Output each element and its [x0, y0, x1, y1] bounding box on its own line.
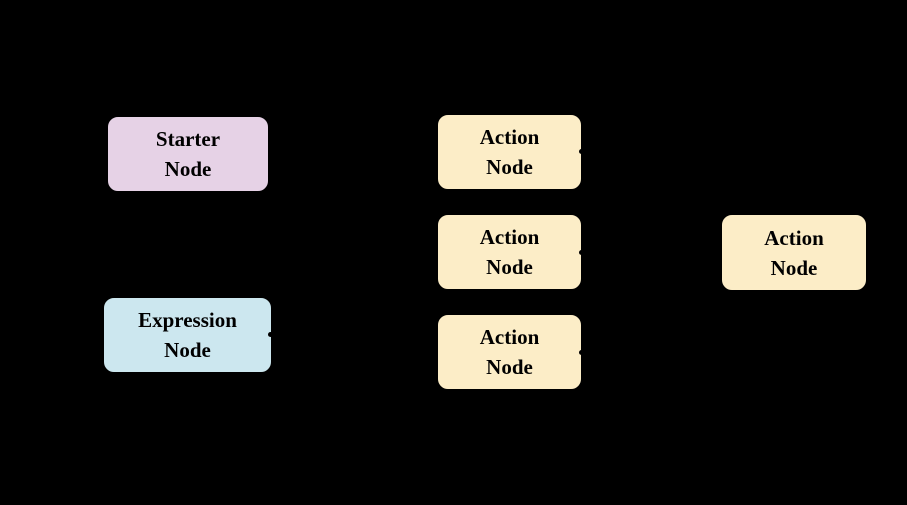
expression-node: Expression Node: [102, 296, 273, 374]
starter-node-label: Starter Node: [155, 127, 221, 181]
connector-dot: [579, 250, 584, 255]
action-node-2-label: Action Node: [479, 225, 540, 279]
connector-dot: [184, 293, 189, 298]
expression-node-label: Expression Node: [138, 308, 237, 362]
connector-dot: [185, 191, 190, 196]
action-node-3: Action Node: [436, 313, 583, 391]
action-node-4: Action Node: [720, 213, 868, 292]
action-node-4-label: Action Node: [764, 225, 824, 280]
starter-node: Starter Node: [106, 115, 270, 193]
action-node-1-label: Action Node: [479, 125, 540, 179]
connector-dot: [579, 149, 584, 154]
action-node-3-label: Action Node: [479, 325, 540, 379]
connector-dot: [579, 350, 584, 355]
connector-dot: [268, 332, 273, 337]
action-node-2: Action Node: [436, 213, 583, 291]
action-node-1: Action Node: [436, 113, 583, 191]
